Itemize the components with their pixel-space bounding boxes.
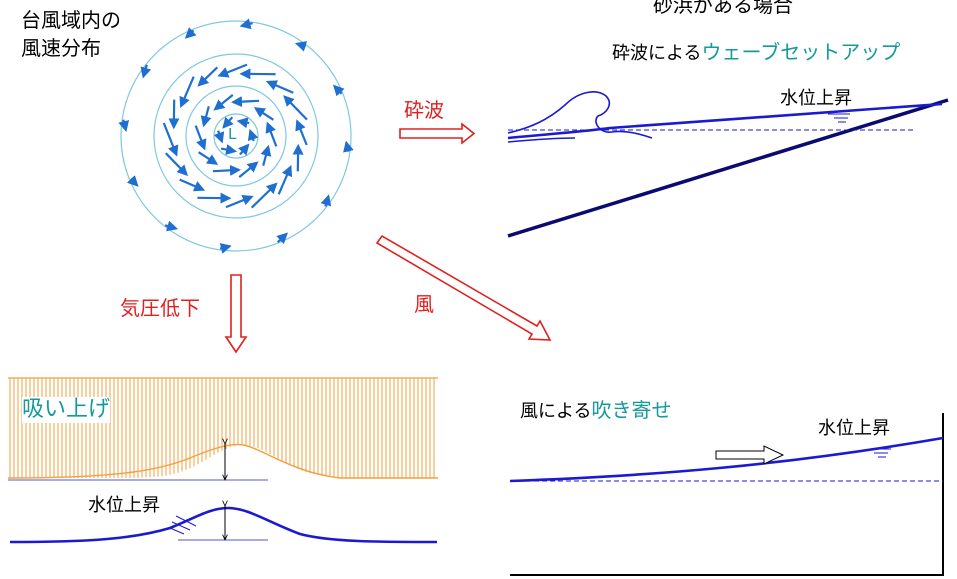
wave-setup-highlight: ウェーブセットアップ: [701, 40, 901, 64]
wind-vector: [236, 117, 250, 129]
sandy-beach-title: 砂浜がある場合: [653, 0, 793, 17]
water-level-mark: [869, 448, 891, 458]
wave-setup-water-rise: 水位上昇: [780, 88, 852, 109]
wind-vector: [179, 76, 195, 109]
wind-ring-inner: [185, 85, 287, 187]
typhoon-label-line1: 台風域内の: [21, 8, 121, 32]
wind-vector: [126, 175, 139, 187]
wind-vector: [265, 80, 294, 94]
suction-title: 吸い上げ: [22, 397, 111, 424]
suction-panel: [7, 377, 438, 544]
wind-setup-highlight: 吹き寄せ: [591, 398, 672, 422]
wave-setup-subtitle: 砕波によるウェーブセットアップ: [612, 40, 900, 65]
wind-setup-water-rise: 水位上昇: [818, 418, 890, 439]
wind-vector: [179, 178, 206, 192]
wind-vector: [250, 182, 278, 209]
wind-vector: [225, 194, 254, 209]
wind-ring-outer: [120, 20, 352, 252]
low-pressure-center: L: [228, 125, 237, 143]
water-level-mark: [828, 113, 850, 123]
wind-vector: [212, 164, 241, 176]
wind-vector: [294, 41, 308, 52]
wind-arrows: [118, 18, 354, 254]
pressure-curve: [7, 443, 438, 479]
wave-setup-panel: [507, 91, 949, 238]
wind-vector: [277, 164, 293, 195]
wind-vector: [197, 66, 219, 87]
wind-label: 風: [414, 292, 434, 316]
wind-vector: [247, 128, 259, 142]
wind-ring-middle: [153, 53, 319, 219]
wind-vector: [231, 96, 260, 108]
basin-wall: [510, 413, 944, 576]
wind-vector: [140, 64, 152, 79]
wind-vector: [213, 94, 234, 111]
wind-setup-title: 風による吹き寄せ: [520, 398, 671, 423]
wind-vector: [118, 119, 130, 133]
wind-vector: [276, 232, 289, 245]
breaking-wave-crest: [507, 91, 653, 143]
wind-vector: [213, 130, 225, 144]
wind-vector: [332, 84, 345, 97]
suction-water-rise: 水位上昇: [88, 495, 160, 516]
wind-vector: [238, 161, 259, 178]
wind-vector: [217, 63, 248, 78]
typhoon-wind-field: [118, 18, 354, 254]
wind-vector: [320, 194, 332, 207]
wind-vector: [343, 140, 354, 153]
wind-vector: [260, 144, 272, 166]
wind-vector: [165, 152, 189, 177]
setup-water-surface: [507, 102, 943, 140]
breaking-arrow: [399, 122, 476, 145]
wind-direction-arrow: [715, 445, 785, 465]
water-level-mark: [169, 515, 197, 535]
wind-vector: [238, 143, 250, 156]
beach-slope: [507, 98, 949, 238]
wind-vector: [222, 116, 234, 129]
wind-vector: [239, 18, 253, 30]
wind-vector: [200, 106, 212, 128]
wave-setup-prefix: 砕波による: [612, 43, 702, 64]
pressure-drop-arrow: [224, 274, 248, 354]
wind-vector: [164, 220, 179, 232]
tilted-water-surface: [509, 436, 944, 483]
wind-setup-panel: [509, 413, 944, 576]
wind-vector: [194, 125, 207, 151]
pressure-drop-label: 気圧低下: [120, 296, 200, 320]
wind-vector: [184, 27, 197, 39]
typhoon-label-line2: 風速分布: [21, 36, 101, 60]
wind-setup-prefix: 風による: [520, 401, 592, 422]
wind-vector: [198, 151, 219, 165]
wind-vector: [295, 119, 308, 146]
breaking-label: 砕波: [404, 98, 444, 122]
wind-arrow: [375, 234, 552, 341]
wind-vector: [162, 122, 179, 157]
wind-vector: [220, 144, 238, 155]
pressure-hatch: [8, 377, 438, 478]
raised-water-surface: [9, 506, 438, 544]
wind-vector: [283, 95, 308, 121]
wind-vector: [253, 107, 274, 121]
wind-vector: [265, 121, 278, 147]
wind-vector: [219, 243, 232, 254]
